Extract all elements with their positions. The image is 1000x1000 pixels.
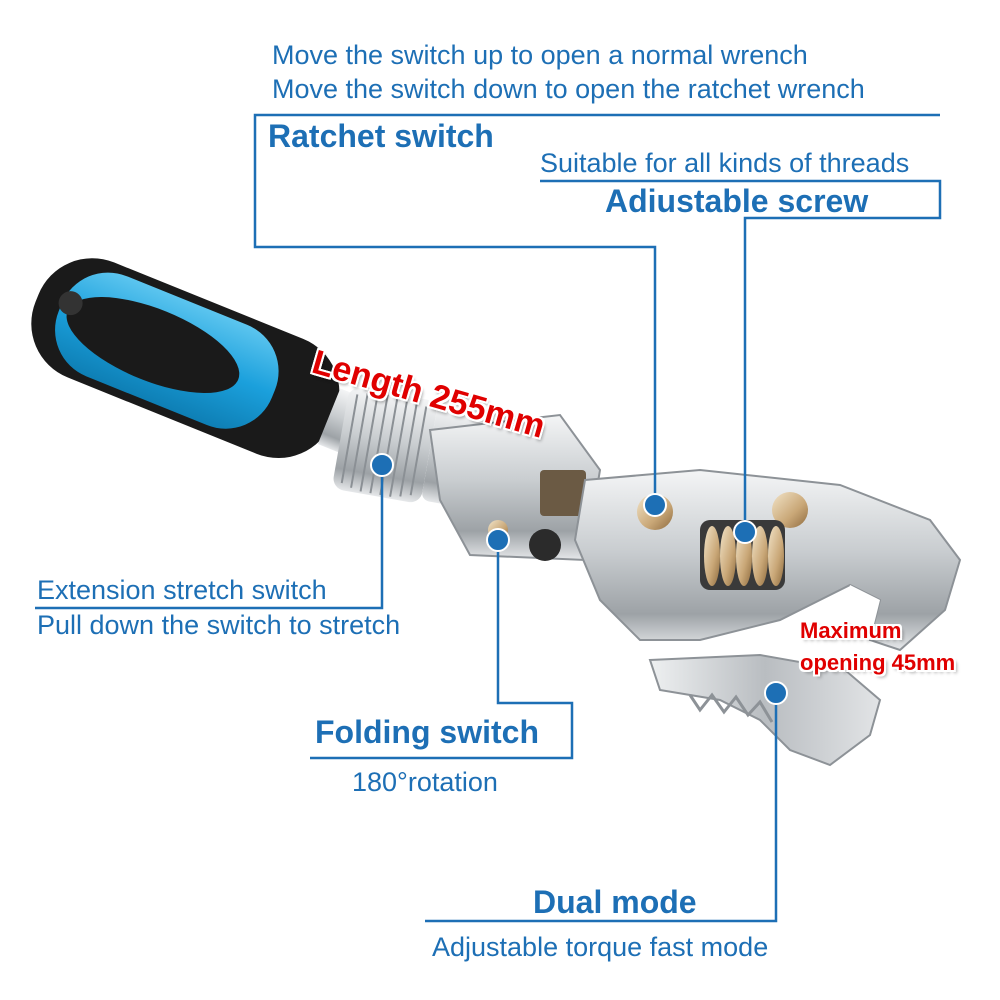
ratchet-switch-marker <box>643 493 667 517</box>
callout-dots <box>370 453 788 705</box>
folding-hinge <box>428 413 602 562</box>
dual-mode-title: Dual mode <box>533 884 697 920</box>
lower-jaw <box>648 653 882 767</box>
screw-marker <box>733 520 757 544</box>
extension-note: Pull down the switch to stretch <box>37 610 401 640</box>
folding-switch-marker <box>486 528 510 552</box>
screw-title: Adiustable screw <box>605 183 869 219</box>
folding-switch-title: Folding switch <box>315 714 539 750</box>
folding-switch-note: 180°rotation <box>352 767 498 797</box>
screw-note: Suitable for all kinds of threads <box>540 148 910 178</box>
callout-lines <box>35 113 942 923</box>
max-opening-label-line1: Maximum <box>800 618 902 643</box>
extension-switch-marker <box>370 453 394 477</box>
wrench <box>31 258 962 767</box>
worm-screw <box>700 520 785 590</box>
extension-title: Extension stretch switch <box>37 575 327 605</box>
ratchet-switch-title: Ratchet switch <box>268 118 494 154</box>
ratchet-note-1: Move the switch up to open a normal wren… <box>272 40 808 70</box>
wrench-head <box>573 468 962 652</box>
dual-mode-marker <box>764 681 788 705</box>
dual-mode-note: Adjustable torque fast mode <box>432 932 769 962</box>
ratchet-note-2: Move the switch down to open the ratchet… <box>272 74 865 104</box>
max-opening-label-line2: opening 45mm <box>800 650 956 675</box>
